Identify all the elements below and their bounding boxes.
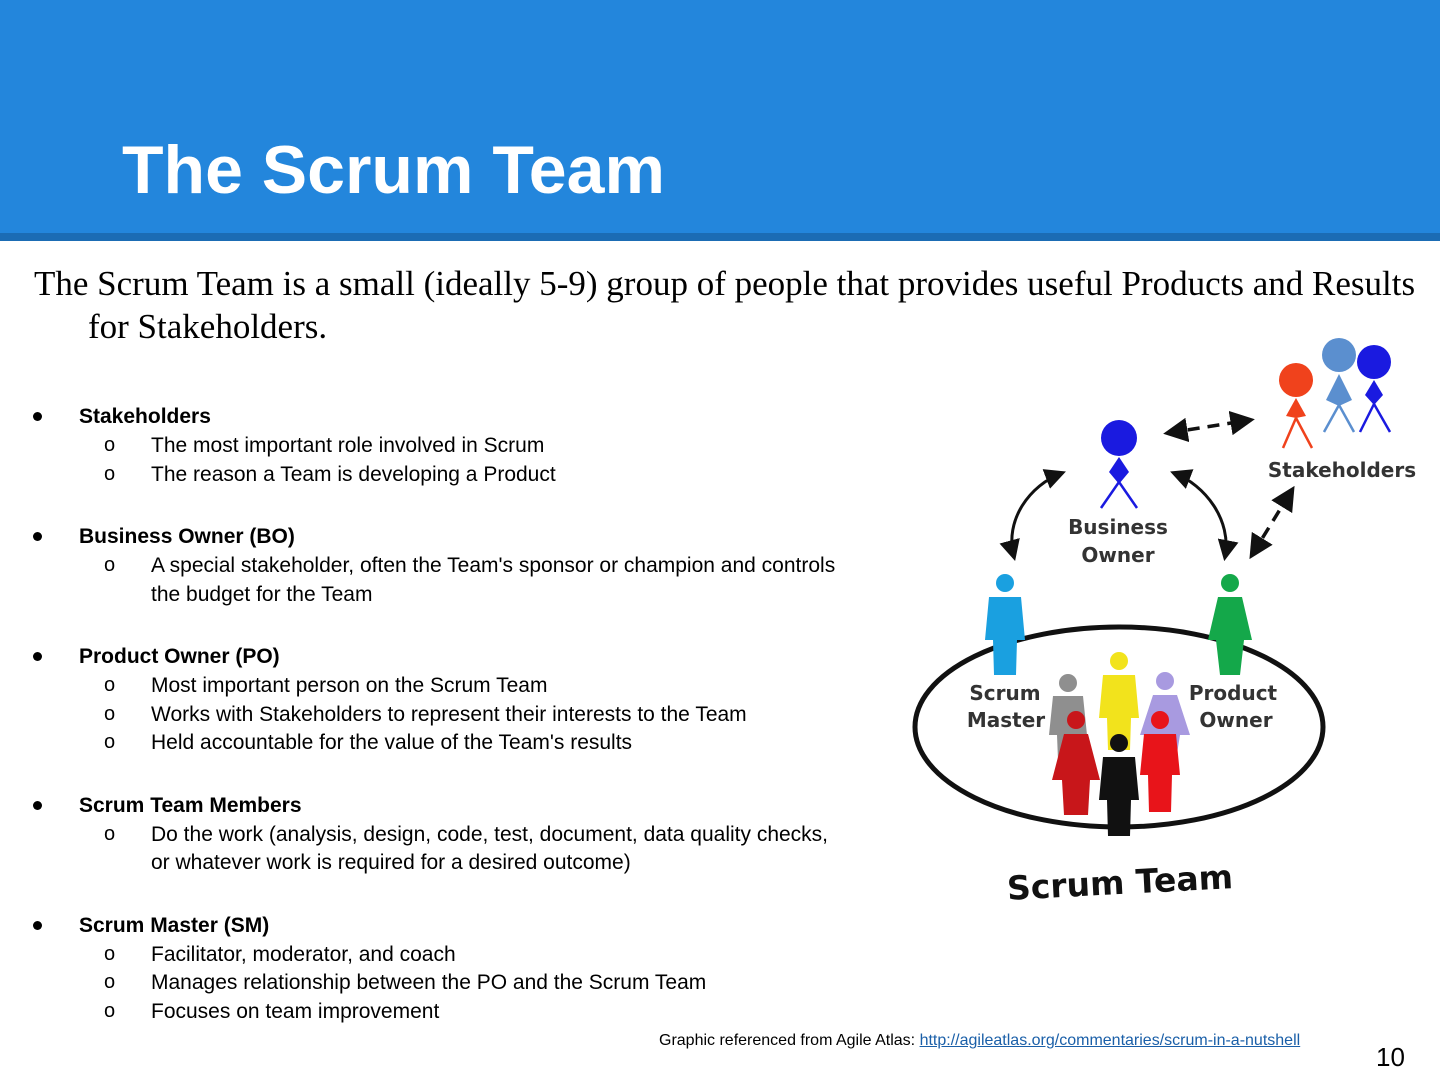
scrum-team-graphic: Stakeholders Business Owner Scrum Master… — [912, 338, 1416, 908]
role-heading: Scrum Team Members — [79, 793, 302, 817]
bullet-icon — [33, 800, 42, 810]
business-owner-label: Business — [1068, 515, 1168, 539]
page-number: 10 — [1376, 1042, 1405, 1072]
bo-po-arrow — [1170, 469, 1239, 562]
stakeholders-po-arrow — [1249, 485, 1295, 560]
role-heading: Product Owner (PO) — [79, 645, 280, 668]
stakeholders-bo-arrow — [1163, 410, 1255, 443]
bullet-icon — [33, 412, 42, 421]
bullet-icon — [33, 532, 42, 541]
scrum-master-label: Scrum — [969, 681, 1040, 705]
bullet-icon — [33, 920, 42, 930]
team-member-figure — [1099, 734, 1139, 836]
title-bar — [0, 0, 1440, 233]
scrum-master-figure: Scrum Master — [967, 574, 1045, 732]
product-owner-figure: Product Owner — [1189, 574, 1278, 732]
stakeholder-figure — [1279, 363, 1314, 449]
business-owner-label: Owner — [1081, 543, 1154, 567]
sub-bullet-icon: o — [104, 702, 116, 725]
sub-bullet-icon: o — [104, 999, 116, 1022]
slide-title: The Scrum Team — [122, 132, 665, 208]
product-owner-label: Owner — [1199, 708, 1272, 732]
sub-bullet-icon: o — [104, 434, 116, 456]
scrum-team-label: Scrum Team — [1006, 857, 1234, 908]
intro-paragraph: The Scrum Team is a small (ideally 5-9) … — [34, 264, 1416, 346]
figure-caption: Graphic referenced from Agile Atlas: htt… — [659, 1032, 1301, 1049]
sub-bullet-icon: o — [104, 971, 116, 993]
team-member-figure — [1052, 711, 1100, 815]
team-member-figure — [1099, 652, 1139, 750]
title-bar-rule — [0, 233, 1440, 241]
stakeholders-label: Stakeholders — [1268, 458, 1416, 482]
sub-bullet-icon: o — [104, 942, 116, 965]
team-member-figure — [1140, 711, 1180, 812]
scrum-master-label: Master — [967, 708, 1045, 732]
stakeholder-figure — [1322, 338, 1356, 433]
product-owner-label: Product — [1189, 681, 1278, 705]
stakeholder-figure — [1357, 345, 1392, 433]
role-heading: Stakeholders — [79, 405, 211, 428]
sub-bullet-icon: o — [104, 462, 116, 485]
sub-bullet-icon: o — [104, 822, 116, 845]
bo-sm-arrow — [999, 469, 1066, 562]
source-link[interactable]: http://agileatlas.org/commentaries/scrum… — [919, 1032, 1301, 1049]
business-owner-figure: Business Owner — [1068, 420, 1168, 567]
bullet-icon — [33, 652, 42, 661]
sub-bullet-icon: o — [104, 674, 116, 696]
sub-bullet-icon: o — [104, 554, 116, 576]
role-heading: Business Owner (BO) — [79, 525, 295, 548]
stakeholders-group: Stakeholders — [1268, 338, 1416, 482]
sub-bullet-icon: o — [104, 731, 116, 753]
role-heading: Scrum Master (SM) — [79, 913, 270, 937]
